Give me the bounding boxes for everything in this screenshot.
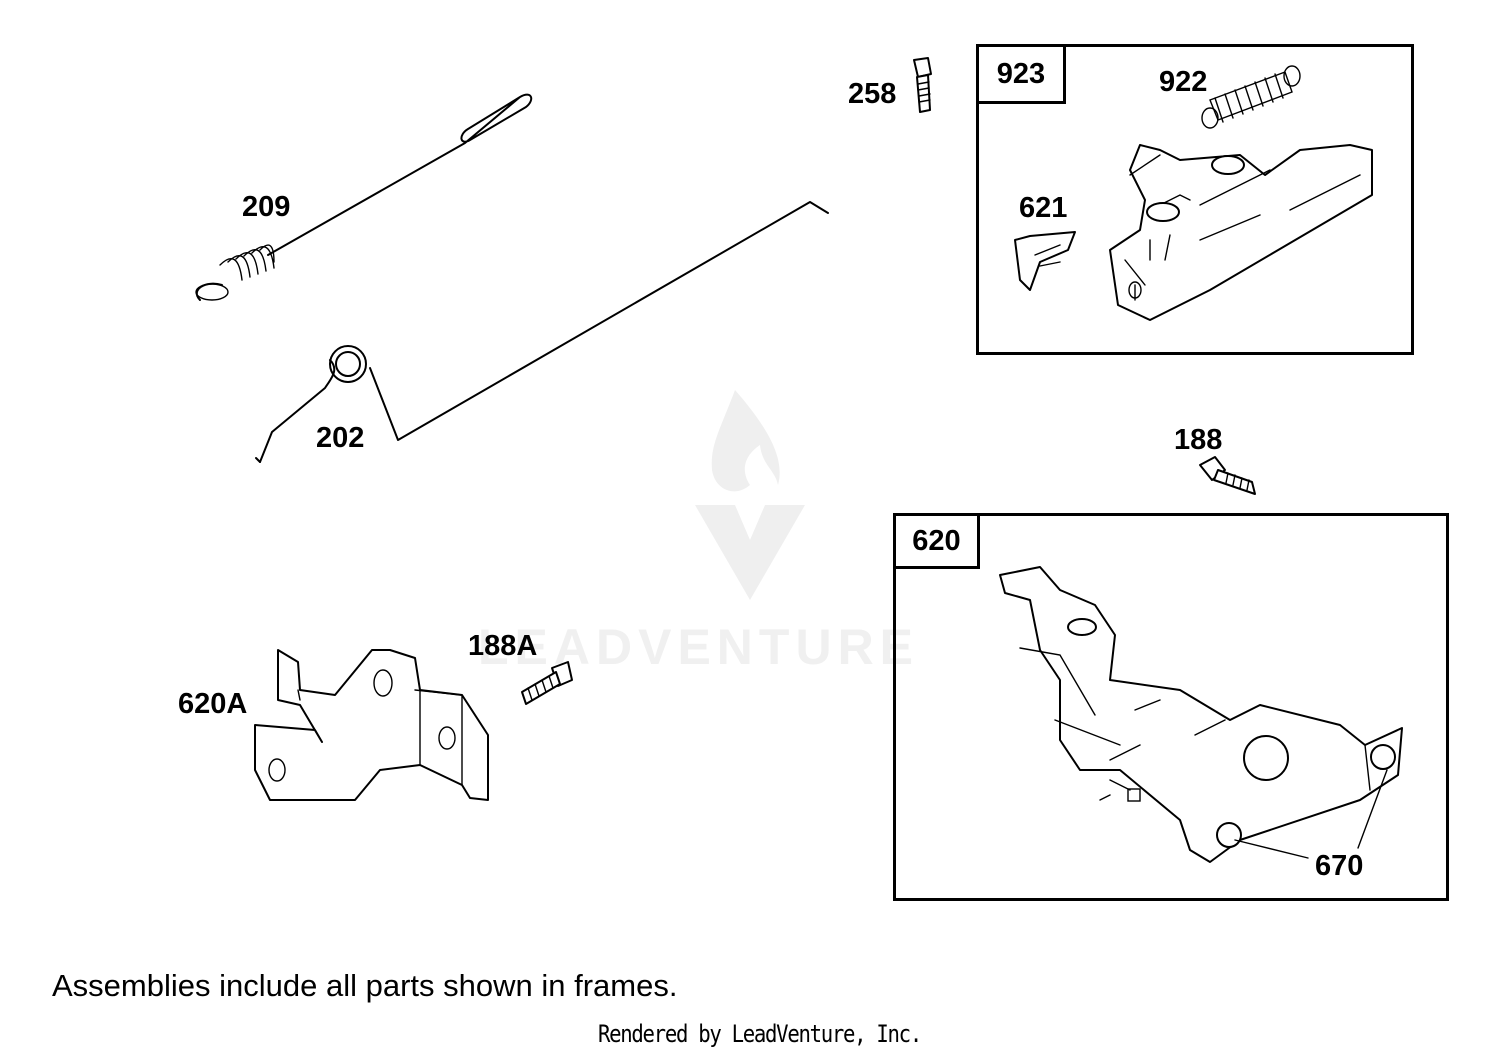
assembly-note: Assemblies include all parts shown in fr…: [52, 968, 678, 1003]
watermark-logo-icon: [695, 390, 805, 600]
callout-209[interactable]: 209: [242, 191, 291, 223]
part-202-rod[interactable]: [255, 201, 829, 463]
assembly-frame-620: 620: [893, 513, 1449, 901]
callout-621[interactable]: 621: [1019, 192, 1068, 224]
part-620-governor-assembly[interactable]: [999, 566, 1403, 863]
part-188-bolt[interactable]: [1199, 456, 1256, 495]
callout-188[interactable]: 188: [1174, 424, 1223, 456]
callout-620a[interactable]: 620A: [178, 688, 248, 720]
leader-670: [1234, 769, 1388, 859]
part-188a-bolt[interactable]: [521, 661, 573, 705]
callout-258[interactable]: 258: [848, 78, 897, 110]
render-credit: Rendered by LeadVenture, Inc.: [598, 1020, 922, 1048]
frame-label-923[interactable]: 923: [979, 47, 1066, 104]
part-209-spring[interactable]: [195, 93, 533, 301]
callout-922[interactable]: 922: [1159, 66, 1208, 98]
callout-202[interactable]: 202: [316, 422, 365, 454]
part-922-spring[interactable]: [1201, 65, 1301, 129]
assembly-frame-923: 923: [976, 44, 1414, 355]
callout-188a[interactable]: 188A: [468, 630, 538, 662]
part-620a-bracket[interactable]: [254, 649, 489, 801]
part-923-control-bracket[interactable]: [1109, 144, 1373, 321]
part-621-clip[interactable]: [1014, 231, 1076, 291]
watermark-text: LEADVENTURE: [478, 619, 920, 675]
frame-label-620[interactable]: 620: [896, 516, 980, 569]
part-258-bolt[interactable]: [913, 57, 932, 113]
callout-670[interactable]: 670: [1315, 850, 1364, 882]
